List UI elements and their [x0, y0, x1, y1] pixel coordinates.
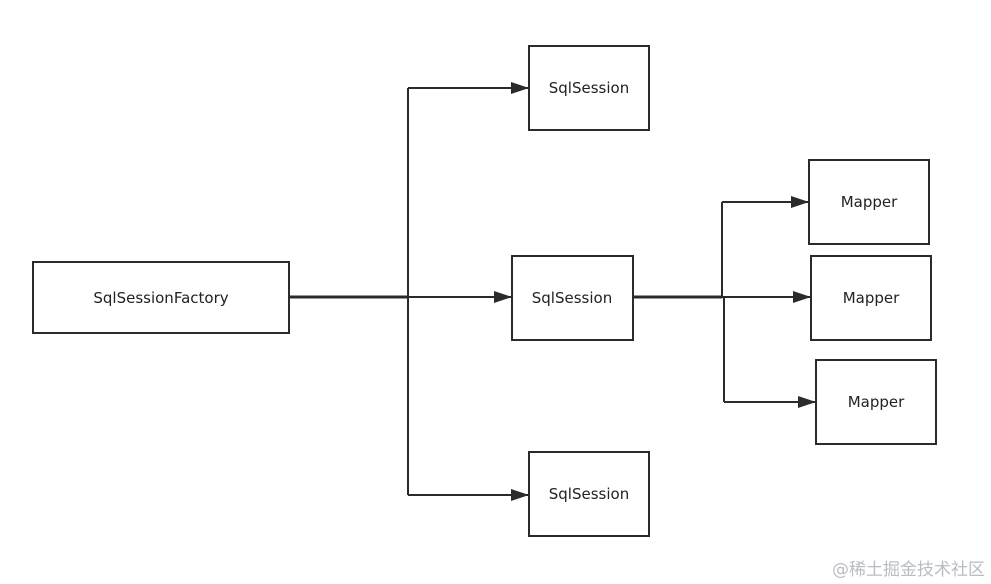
node-mapper-3 — [815, 359, 937, 445]
label-mapper-3: Mapper — [848, 393, 905, 411]
label-sqlsession-middle: SqlSession — [532, 289, 612, 307]
label-mapper-1: Mapper — [841, 193, 898, 211]
watermark-text: @稀土掘金技术社区 — [832, 560, 985, 580]
node-sqlsession-middle — [511, 255, 634, 341]
label-sqlsessionfactory: SqlSessionFactory — [93, 289, 228, 307]
label-mapper-2: Mapper — [843, 289, 900, 307]
label-sqlsession-top: SqlSession — [549, 79, 629, 97]
node-sqlsessionfactory — [32, 261, 290, 334]
label-sqlsession-bottom: SqlSession — [549, 485, 629, 503]
node-sqlsession-top — [528, 45, 650, 131]
node-mapper-1 — [808, 159, 930, 245]
node-mapper-2 — [810, 255, 932, 341]
node-sqlsession-bottom — [528, 451, 650, 537]
